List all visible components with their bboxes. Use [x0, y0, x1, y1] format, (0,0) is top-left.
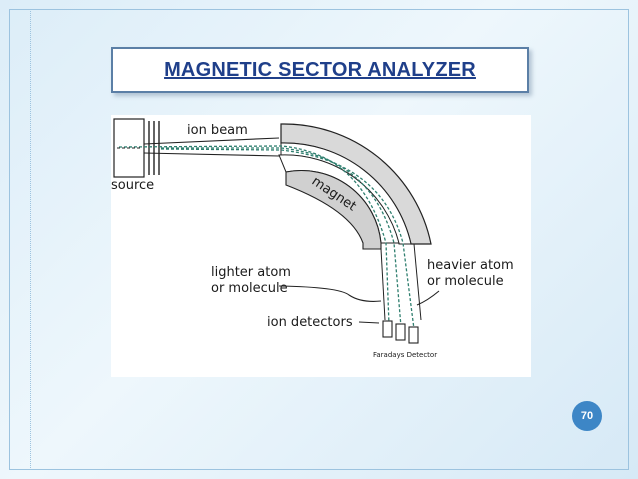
magnet-pole — [285, 169, 382, 250]
detectors-pointer — [358, 321, 380, 324]
detector-1 — [382, 320, 393, 338]
flight-tube-bottom — [143, 152, 280, 157]
diagram-svg: magnet ion beam source lighter atom or m… — [111, 118, 514, 359]
left-border-rule — [30, 9, 31, 470]
beam-middle — [161, 147, 402, 328]
beam-heavier — [160, 148, 415, 330]
magnetic-sector-diagram: magnet ion beam source lighter atom or m… — [111, 115, 531, 377]
lighter-pointer — [278, 285, 382, 302]
detector-3 — [408, 326, 419, 344]
heavier-label-line2: or molecule — [427, 274, 504, 289]
slide-frame — [9, 9, 629, 470]
exit-tube-left — [380, 248, 386, 321]
slide-title: MAGNETIC SECTOR ANALYZER — [164, 59, 476, 81]
source-label: source — [111, 178, 154, 193]
page-number-badge: 70 — [572, 401, 602, 431]
flight-tube-top — [143, 137, 280, 145]
heavier-pointer — [416, 290, 440, 306]
lighter-label-line1: lighter atom — [211, 265, 291, 280]
title-box: MAGNETIC SECTOR ANALYZER — [111, 47, 529, 93]
lighter-label-line2: or molecule — [211, 281, 288, 296]
detector-2 — [395, 323, 406, 341]
ion-detectors-label: ion detectors — [267, 315, 353, 330]
faradays-detector-label: Faradays Detector — [373, 351, 437, 359]
ion-beam-label: ion beam — [187, 123, 248, 138]
beam-lighter — [118, 145, 390, 326]
heavier-label-line1: heavier atom — [427, 258, 514, 273]
exit-tube-right — [413, 243, 422, 321]
